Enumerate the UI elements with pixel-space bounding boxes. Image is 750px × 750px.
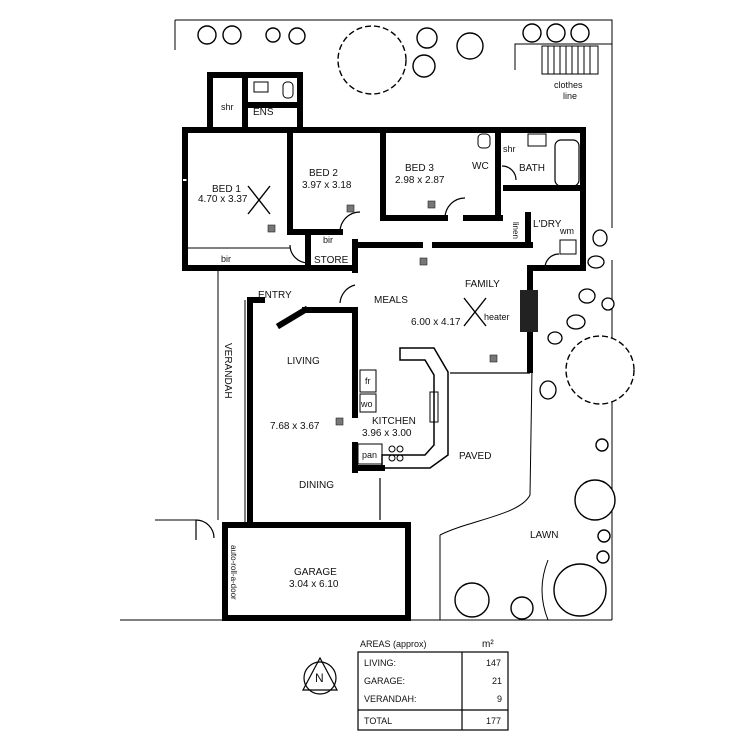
bath-label: BATH bbox=[519, 163, 545, 174]
pantry-label: pan bbox=[362, 450, 377, 460]
paved-edge bbox=[439, 369, 533, 536]
areas-row-label: GARAGE: bbox=[364, 676, 405, 686]
north-arrow-icon: N bbox=[302, 656, 338, 695]
laundry-label: L'DRY bbox=[533, 219, 562, 230]
meals-label: MEALS bbox=[374, 295, 408, 306]
linen-label: linen bbox=[511, 222, 520, 239]
areas-total-label: TOTAL bbox=[364, 716, 392, 726]
wall-oven bbox=[359, 393, 377, 413]
tree-icon bbox=[565, 335, 635, 405]
clothes-line-label-2: line bbox=[563, 91, 577, 101]
shrub-icon bbox=[595, 438, 609, 452]
living-label: LIVING bbox=[287, 356, 320, 367]
shrub-icon bbox=[222, 25, 242, 45]
ens-label: ENS bbox=[253, 107, 274, 118]
trees bbox=[197, 23, 635, 620]
shrub-icon bbox=[456, 32, 484, 60]
bed2-dim: 3.97 x 3.18 bbox=[302, 180, 352, 191]
areas-row-value: 9 bbox=[497, 694, 502, 704]
cooktop-icon bbox=[388, 445, 404, 462]
family-label: FAMILY bbox=[465, 279, 500, 290]
interior-walls bbox=[242, 75, 533, 473]
verandah-label: VERANDAH bbox=[222, 343, 233, 399]
wc-label: WC bbox=[472, 161, 489, 172]
living-dim: 7.68 x 3.67 bbox=[270, 421, 320, 432]
ens-shower-label: shr bbox=[221, 102, 234, 112]
tree-icon bbox=[337, 25, 407, 95]
shrub-icon bbox=[570, 23, 590, 43]
garage-dim: 3.04 x 6.10 bbox=[289, 579, 339, 590]
basin-icon bbox=[527, 133, 547, 147]
clothes-line-icon bbox=[541, 45, 599, 75]
windows bbox=[183, 127, 432, 230]
clothes-line-label: clothes bbox=[554, 80, 583, 90]
areas-row-label: VERANDAH: bbox=[364, 694, 417, 704]
bath-shower-label: shr bbox=[503, 144, 516, 154]
tree-icon bbox=[574, 479, 616, 521]
shrub-icon bbox=[596, 550, 610, 564]
laundry-tub-icon bbox=[559, 239, 577, 255]
family-dim: 6.00 x 4.17 bbox=[411, 317, 461, 328]
sink-icon bbox=[429, 391, 439, 423]
shrub-icon bbox=[597, 529, 611, 543]
areas-row-label: LIVING: bbox=[364, 658, 396, 668]
entry-label: ENTRY bbox=[258, 290, 292, 301]
bed3-label: BED 3 bbox=[405, 163, 434, 174]
washing-machine-label: wm bbox=[559, 226, 574, 236]
store-label: STORE bbox=[314, 255, 349, 266]
fridge-space bbox=[359, 369, 377, 393]
heater-label: heater bbox=[484, 312, 510, 322]
bed3-dim: 2.98 x 2.87 bbox=[395, 175, 445, 186]
areas-row-value: 21 bbox=[492, 676, 502, 686]
heater-unit bbox=[520, 290, 538, 332]
shrub-icon bbox=[197, 25, 217, 45]
garden-rocks bbox=[539, 229, 615, 400]
lawn-edge bbox=[541, 559, 549, 621]
north-label: N bbox=[315, 671, 324, 685]
room-labels: ENS shr BED 1 4.70 x 3.37 BED 2 3.97 x 3… bbox=[198, 80, 583, 600]
shrub-icon bbox=[510, 596, 534, 620]
areas-row-value: 147 bbox=[486, 658, 501, 668]
basin-icon bbox=[253, 81, 269, 93]
bath-tub-icon bbox=[554, 139, 580, 187]
garage-label: GARAGE bbox=[294, 567, 337, 578]
kitchen-label: KITCHEN bbox=[372, 416, 416, 427]
pantry bbox=[357, 443, 383, 465]
areas-table: AREAS (approx) m² LIVING: 147 GARAGE: 21… bbox=[357, 639, 509, 731]
auto-door-label: auto-roll-a-door bbox=[229, 545, 238, 600]
areas-total-value: 177 bbox=[486, 716, 501, 726]
bed1-dim: 4.70 x 3.37 bbox=[198, 194, 248, 205]
paved-label: PAVED bbox=[459, 451, 491, 462]
shrub-icon bbox=[265, 27, 281, 43]
ceiling-fan-icon bbox=[463, 297, 487, 327]
bed1-label: BED 1 bbox=[212, 184, 241, 195]
toilet-icon bbox=[477, 133, 491, 149]
fridge-label: fr bbox=[365, 376, 371, 386]
fixtures bbox=[247, 185, 498, 426]
ceiling-fan-icon bbox=[247, 185, 271, 215]
shrub-icon bbox=[546, 23, 566, 43]
tree-icon bbox=[454, 582, 490, 618]
areas-unit: m² bbox=[482, 639, 494, 650]
wall-oven-label: wo bbox=[360, 399, 373, 409]
bed1-robe-label: bir bbox=[221, 254, 231, 264]
bed2-label: BED 2 bbox=[309, 168, 338, 179]
shrub-icon bbox=[522, 23, 542, 43]
toilet-icon bbox=[282, 81, 294, 99]
shrub-icon bbox=[288, 27, 306, 45]
shrub-icon bbox=[412, 54, 436, 78]
kitchen-dim: 3.96 x 3.00 bbox=[362, 428, 412, 439]
shrub-icon bbox=[416, 27, 438, 49]
doors bbox=[195, 165, 560, 540]
tree-icon bbox=[553, 563, 607, 617]
areas-title: AREAS (approx) bbox=[360, 639, 427, 649]
bed2-robe-label: bir bbox=[323, 235, 333, 245]
lawn-label: LAWN bbox=[530, 530, 559, 541]
dining-label: DINING bbox=[299, 480, 334, 491]
